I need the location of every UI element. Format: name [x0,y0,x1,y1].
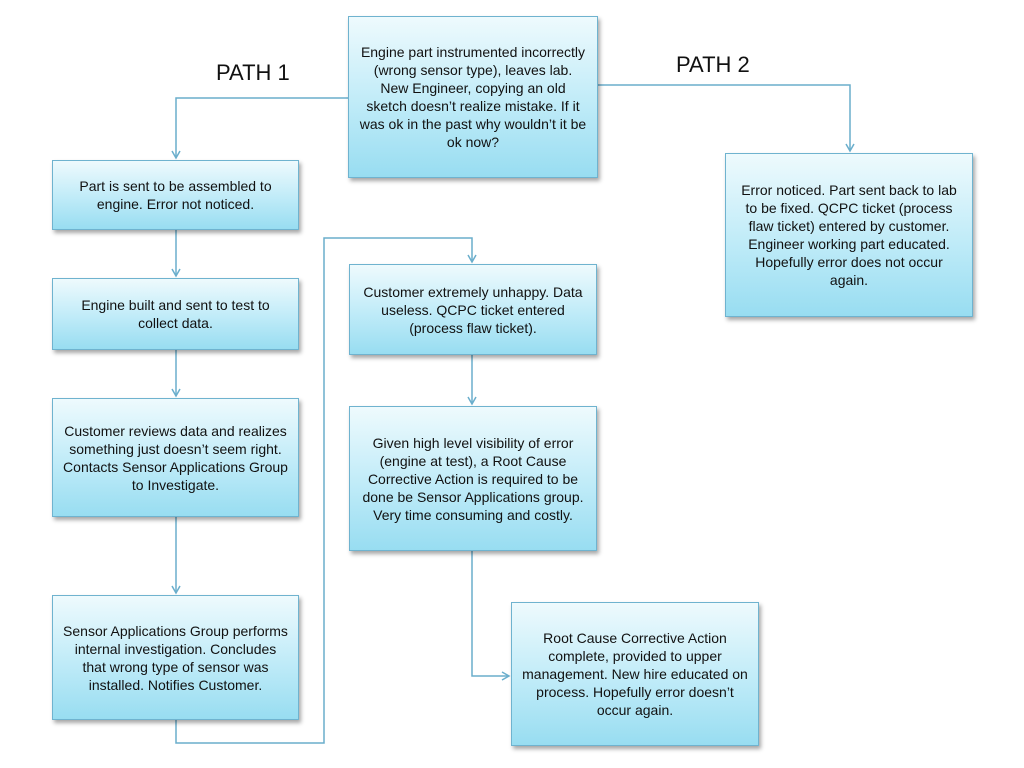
connector-rcca-required-to-complete [471,551,511,681]
path1-label: PATH 1 [216,60,290,85]
path1-customer-unhappy-box: Customer extremely unhappy. Data useless… [349,264,597,355]
path1-rcca-complete-box: Root Cause Corrective Action complete, p… [511,602,759,746]
connector-investigation-to-unhappy [175,237,477,744]
path1-rcca-required-box: Given high level visibility of error (en… [349,406,597,551]
path1-investigation-box: Sensor Applications Group performs inter… [52,595,299,720]
connector-start-to-path2 [598,84,855,153]
path2-error-noticed-box: Error noticed. Part sent back to lab to … [725,153,973,317]
path2-label: PATH 2 [676,52,750,77]
start-box: Engine part instrumented incorrectly (wr… [348,16,598,178]
path1-assembled-box: Part is sent to be assembled to engine. … [52,160,299,230]
path1-engine-built-box: Engine built and sent to test to collect… [52,278,299,350]
path1-customer-reviews-box: Customer reviews data and realizes somet… [52,398,299,517]
connector-start-to-path1 [171,97,348,160]
